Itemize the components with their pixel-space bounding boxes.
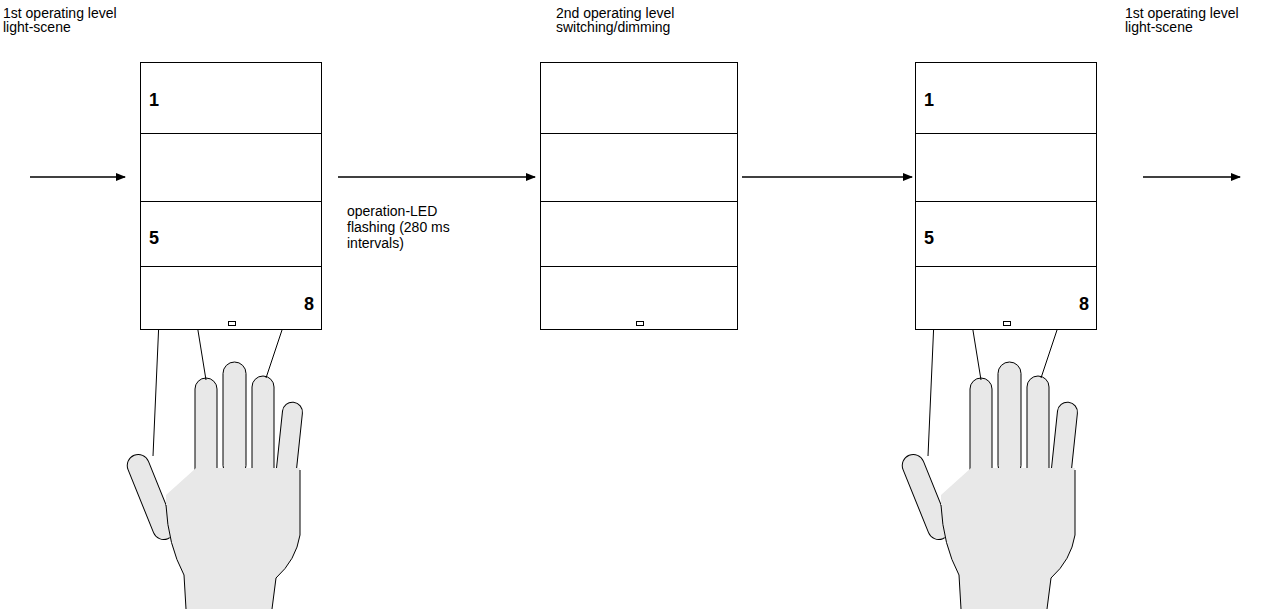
switch-panel: 1st operating level light-scene158 <box>140 62 322 330</box>
button-divider <box>141 133 321 134</box>
button-divider <box>141 201 321 202</box>
operation-led <box>636 321 644 326</box>
transition-arrow <box>338 176 535 178</box>
button-divider <box>916 133 1096 134</box>
button-number: 8 <box>1079 295 1089 313</box>
operation-led <box>1003 321 1011 326</box>
button-number: 5 <box>149 229 159 247</box>
level-title: 1st operating level light-scene <box>3 6 141 34</box>
button-divider <box>541 266 737 267</box>
edge-label: operation-LED flashing (280 ms intervals… <box>347 203 472 251</box>
button-divider <box>541 133 737 134</box>
level-title: 2nd operating level switching/dimming <box>556 6 706 34</box>
outgoing-arrow <box>1143 176 1240 178</box>
button-divider <box>141 266 321 267</box>
transition-arrow <box>742 176 912 178</box>
button-number: 5 <box>924 229 934 247</box>
button-number: 1 <box>149 91 159 109</box>
operation-led <box>228 321 236 326</box>
button-number: 8 <box>304 295 314 313</box>
level-title: 1st operating level light-scene <box>1125 6 1257 34</box>
switch-panel: 1st operating level light-scene158 <box>915 62 1097 330</box>
incoming-arrow <box>30 176 125 178</box>
button-divider <box>541 201 737 202</box>
button-divider <box>916 201 1096 202</box>
button-divider <box>916 266 1096 267</box>
button-number: 1 <box>924 91 934 109</box>
switch-panel: 2nd operating level switching/dimming <box>540 62 738 330</box>
